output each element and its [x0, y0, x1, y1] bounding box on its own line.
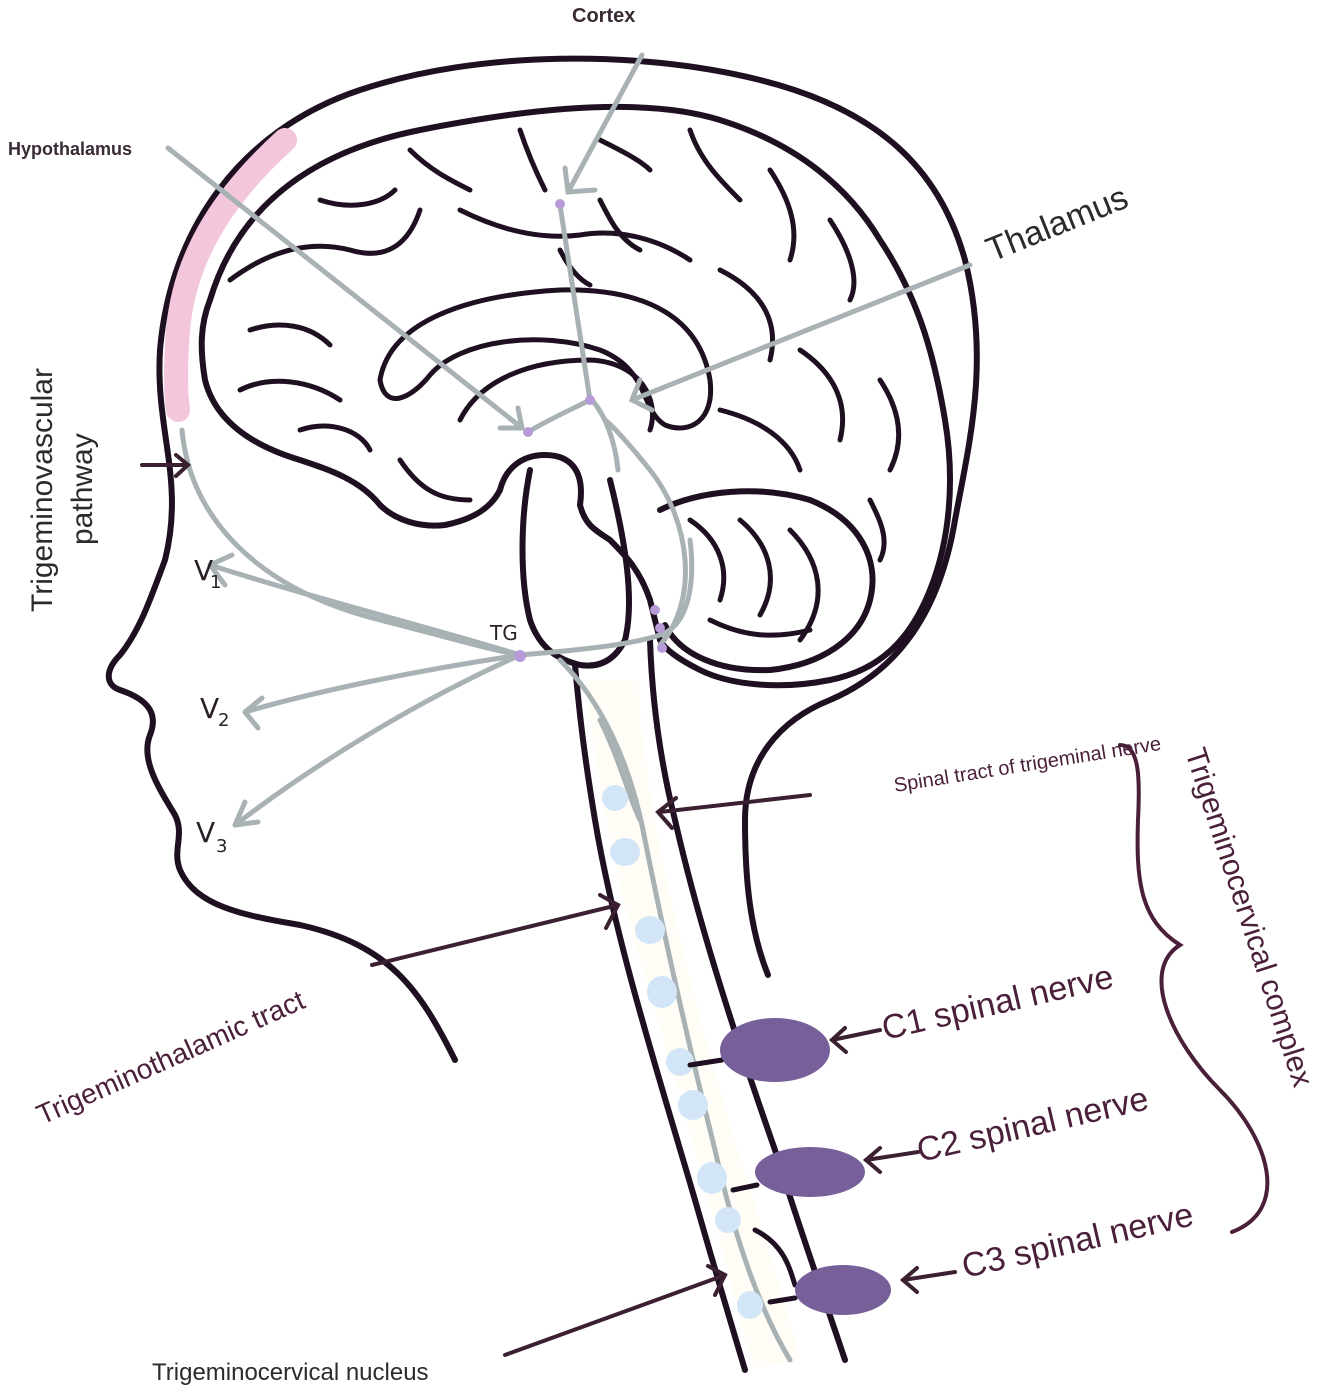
- hypothalamus-label: Hypothalamus: [8, 139, 132, 159]
- tg-label: TG: [489, 621, 518, 645]
- cerebellum-outline: [657, 488, 876, 674]
- nerve-pathways: [179, 202, 793, 1363]
- c3-pointer: [901, 1270, 957, 1282]
- trigeminovascular-band: [164, 128, 297, 422]
- v2-label: V: [200, 692, 219, 725]
- c2-pointer: [864, 1150, 920, 1162]
- v1-label: V: [194, 554, 213, 587]
- trigeminothalamic-pointer: [370, 903, 620, 967]
- c1-pointer-head: [828, 1026, 848, 1054]
- c3-spinal-nerve-shape: [795, 1265, 891, 1315]
- corpus-callosum: [377, 287, 714, 431]
- trigeminovascular-pointer-head: [174, 453, 192, 478]
- v3-arrowhead: [232, 799, 261, 828]
- cerebellum-fold-4: [707, 617, 813, 638]
- c2-spinal-nerve-label: C2 spinal nerve: [913, 1080, 1152, 1170]
- c2-pointer-head: [862, 1146, 882, 1174]
- trigeminovascular-label-line2: pathway: [66, 433, 99, 545]
- thalamus-pointer: [629, 262, 973, 403]
- fornix: [457, 357, 655, 433]
- trigeminocervical-brace: [1118, 743, 1270, 1234]
- hypothalamus-pointer-head: [497, 405, 526, 431]
- cerebellum-fold-1: [687, 517, 727, 603]
- hypothalamus-pointer: [165, 145, 525, 431]
- c2-connector: [730, 1182, 760, 1193]
- cerebellum-fold-3: [787, 527, 821, 643]
- trigeminothalamic-tract-label: Trigeminothalamic tract: [32, 984, 310, 1130]
- c1-connector: [687, 1057, 725, 1068]
- c1-spinal-nerve-shape: [720, 1018, 830, 1082]
- v3-label: V: [196, 816, 215, 849]
- cortex-pointer-head: [562, 165, 598, 195]
- trigeminothalamic-pointer-head: [598, 893, 621, 930]
- v1-arrowhead: [207, 552, 235, 588]
- trigeminovascular-label-line1: Trigeminovascular: [26, 368, 59, 612]
- trigeminocervical-complex-label: Trigeminocervical complex: [1178, 744, 1319, 1091]
- spinal-tract-pointer-head: [655, 796, 678, 830]
- spinal-cord-right: [647, 637, 848, 1363]
- trigeminocervical-nucleus-pointer: [503, 1273, 727, 1357]
- cortex-pointer: [565, 52, 645, 195]
- v3-subscript: 3: [216, 836, 227, 857]
- junction-dots: [514, 199, 667, 662]
- v2-subscript: 2: [218, 710, 229, 731]
- c2-spinal-nerve-shape: [755, 1147, 865, 1197]
- spinal-cord-left: [572, 662, 748, 1373]
- c3-connector-2: [767, 1295, 798, 1305]
- thalamus-pointer-head: [628, 377, 655, 413]
- trigeminocervical-nucleus-label: Trigeminocervical nucleus: [152, 1359, 429, 1386]
- head-outline: [105, 55, 980, 1063]
- c1-spinal-nerve-label: C1 spinal nerve: [878, 958, 1117, 1048]
- c1-pointer: [830, 1028, 882, 1042]
- brain-outline: [198, 103, 953, 689]
- v1-subscript: 1: [210, 572, 221, 593]
- spinal-tract-pointer: [658, 793, 812, 814]
- brainstem-outline: [519, 467, 632, 669]
- cortical-folds: [227, 127, 902, 563]
- cortex-label: Cortex: [572, 5, 635, 27]
- nucleus-dots: [602, 785, 763, 1319]
- thalamus-label: Thalamus: [981, 178, 1134, 269]
- cerebellum-fold-2: [737, 517, 773, 618]
- c3-connector: [752, 1227, 798, 1288]
- trigeminocervical-nucleus-pointer-head: [706, 1264, 728, 1297]
- spinal-tract-label: Spinal tract of trigeminal nerve: [892, 733, 1162, 797]
- v2-arrowhead: [242, 695, 265, 731]
- c3-pointer-head: [899, 1266, 919, 1294]
- c3-spinal-nerve-label: C3 spinal nerve: [958, 1196, 1197, 1286]
